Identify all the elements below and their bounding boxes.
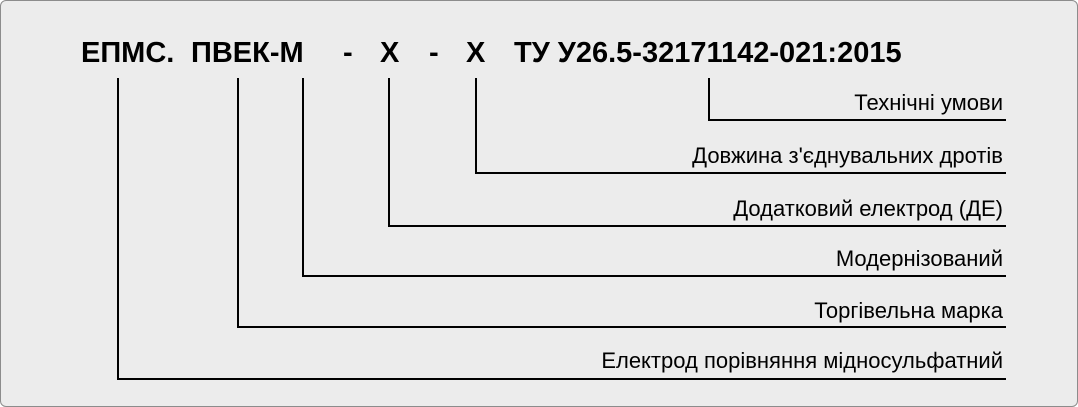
leader-reference-electrode-vertical <box>117 78 119 380</box>
label-extra-electrode: Додатковий електрод (ДЕ) <box>733 196 1003 221</box>
leader-trademark-underline <box>237 326 1006 328</box>
leader-tech-conditions-vertical <box>708 78 710 121</box>
leader-extra-electrode-vertical <box>388 78 390 227</box>
leader-tech-conditions-underline <box>708 119 1006 121</box>
code-dash-1: - <box>343 37 353 69</box>
leader-wire-length-underline <box>475 172 1006 174</box>
code-part-pvek-m: ПВЕК-М <box>191 37 304 69</box>
leader-wire-length-vertical <box>475 78 477 174</box>
code-spec: ТУ У26.5-32171142-021:2015 <box>514 37 902 69</box>
leader-modernized-underline <box>302 275 1006 277</box>
code-dash-2: - <box>429 37 439 69</box>
leader-extra-electrode-underline <box>388 225 1006 227</box>
leader-trademark-vertical <box>237 78 239 328</box>
leader-modernized-vertical <box>302 78 304 277</box>
label-wire-length: Довжина з'єднувальних дротів <box>692 143 1003 168</box>
code-x-1: X <box>380 37 400 69</box>
label-tech-conditions: Технічні умови <box>854 90 1003 115</box>
leader-reference-electrode-underline <box>117 378 1006 380</box>
label-modernized: Модернізований <box>835 246 1003 271</box>
code-x-2: X <box>466 37 486 69</box>
label-trademark: Торгівельна марка <box>814 298 1003 323</box>
code-part-epms: ЕПМС. <box>81 37 175 69</box>
label-reference-electrode: Електрод порівняння мідносульфатний <box>601 348 1003 373</box>
